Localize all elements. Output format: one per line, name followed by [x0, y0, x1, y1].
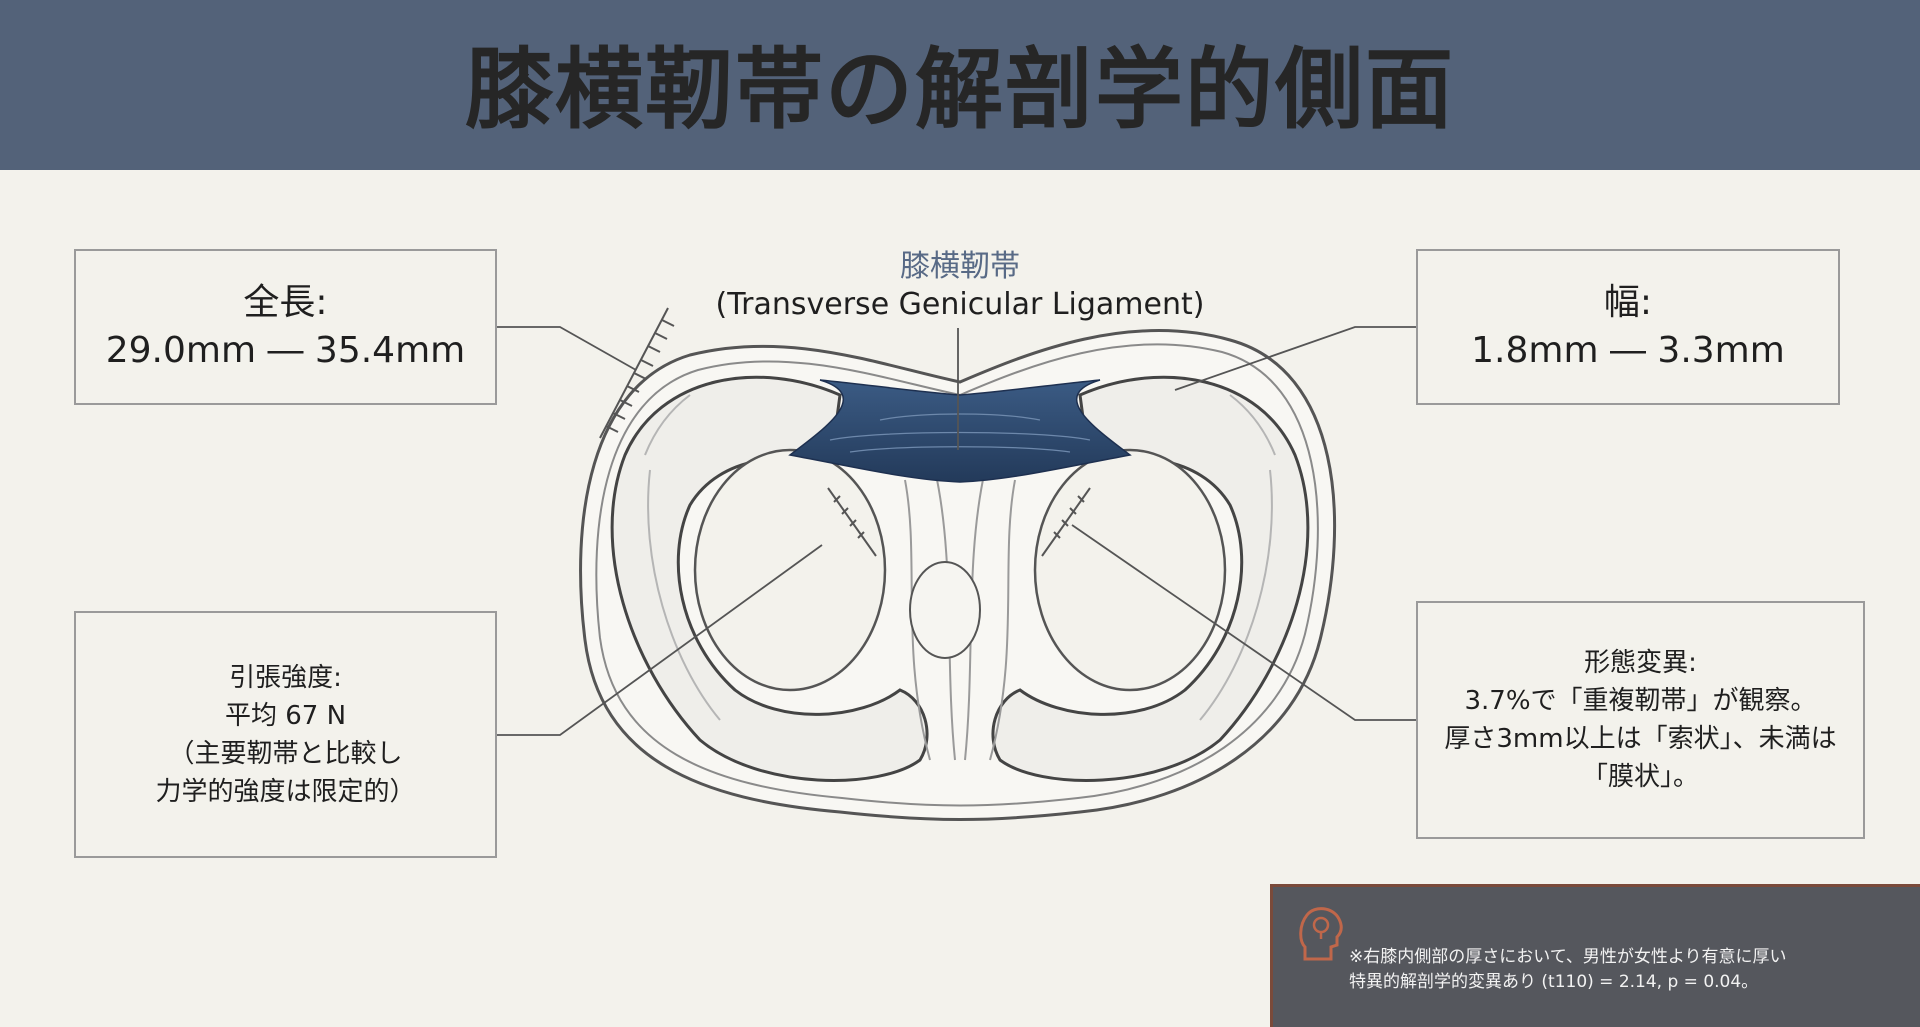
central-eminence — [909, 561, 981, 659]
length-ruler — [599, 307, 675, 439]
strength-box: 引張強度: 平均 67 N （主要靭帯と比較し 力学的強度は限定的） — [74, 611, 497, 858]
footnote-line-1: ※右膝内側部の厚さにおいて、男性が女性より有意に厚い — [1349, 947, 1787, 967]
header-bar: 膝横靭帯の解剖学的側面 — [0, 0, 1920, 170]
lateral-ruler — [1041, 487, 1091, 557]
tibial-plateau-inner-rim — [595, 343, 1319, 807]
transverse-ligament — [788, 379, 1132, 483]
page-title: 膝横靭帯の解剖学的側面 — [464, 37, 1455, 141]
medial-opening — [693, 448, 887, 692]
ligament-fiber-lines — [829, 413, 1091, 453]
strength-line: 力学的強度は限定的） — [155, 776, 416, 807]
width-box: 幅: 1.8mm ― 3.3mm — [1416, 249, 1840, 405]
medial-ruler — [827, 487, 877, 557]
medial-meniscus — [610, 375, 929, 782]
variation-line: 3.7%で「重複靭帯」が観察。 — [1464, 686, 1817, 716]
variation-line: 厚さ3mm以上は「索状」、未満は — [1444, 724, 1837, 754]
footnote-line-2: 特異的解剖学的変異あり (t110) = 2.14, p = 0.04。 — [1349, 972, 1759, 992]
lateral-meniscus — [991, 375, 1310, 782]
strength-line: 平均 67 N — [224, 700, 347, 731]
length-label: 全長: — [243, 282, 328, 323]
ligament-name-jp: 膝横靭帯 — [900, 249, 1020, 284]
variation-line: 形態変異: — [1584, 648, 1697, 678]
width-value: 1.8mm ― 3.3mm — [1471, 330, 1785, 371]
footnote-text: ※右膝内側部の厚さにおいて、男性が女性より有意に厚い 特異的解剖学的変異あり (… — [1349, 945, 1787, 995]
lateral-opening — [1033, 448, 1227, 692]
width-label: 幅: — [1603, 282, 1653, 323]
variation-box: 形態変異: 3.7%で「重複靭帯」が観察。 厚さ3mm以上は「索状」、未満は 「… — [1416, 601, 1865, 839]
variation-line: 「膜状」。 — [1581, 762, 1699, 792]
strength-line: （主要靭帯と比較し — [168, 738, 403, 769]
length-box: 全長: 29.0mm ― 35.4mm — [74, 249, 497, 405]
length-value: 29.0mm ― 35.4mm — [105, 330, 466, 371]
meniscus-texture — [644, 394, 1276, 721]
ligament-name-en: (Transverse Genicular Ligament) — [715, 287, 1205, 322]
knee-meniscus-diagram — [497, 307, 1416, 821]
footnote-panel: ※右膝内側部の厚さにおいて、男性が女性より有意に厚い 特異的解剖学的変異あり (… — [1270, 884, 1920, 1027]
ligament-label: 膝横靭帯 (Transverse Genicular Ligament) — [660, 248, 1260, 324]
strength-line: 引張強度: — [229, 662, 342, 693]
head-brain-icon — [1299, 907, 1343, 961]
leader-lines — [497, 326, 1416, 736]
